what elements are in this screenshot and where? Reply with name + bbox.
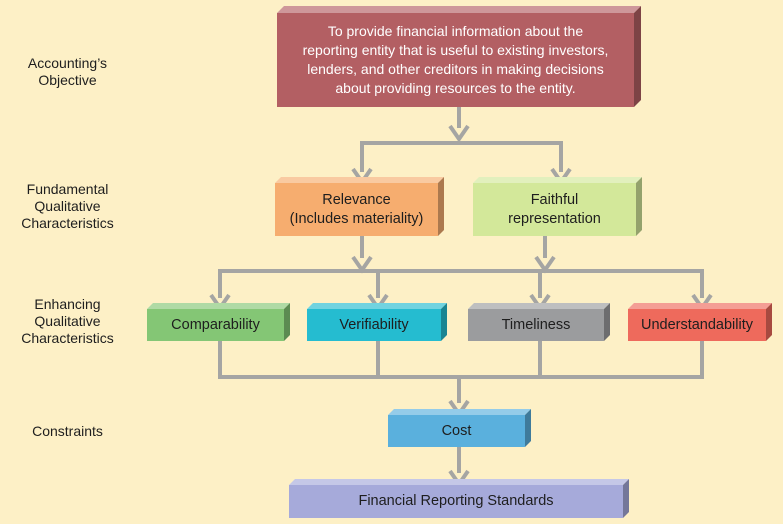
box-text-line: Comparability — [171, 316, 260, 333]
box-top-face — [388, 409, 531, 415]
timeliness-box: Timeliness — [468, 309, 604, 341]
row-label-constraints: Constraints — [0, 423, 135, 440]
box-text-line: (Includes materiality) — [289, 210, 424, 227]
box-text-line: lenders, and other creditors in making d… — [307, 61, 604, 77]
box-top-face — [468, 303, 610, 309]
row-label-fundamental: Fundamental Qualitative Characteristics — [0, 181, 135, 232]
box-side-face — [441, 303, 447, 341]
box-text-line: Faithful — [530, 191, 579, 208]
box-side-face — [284, 303, 290, 341]
arrowhead — [351, 255, 373, 274]
box-side-face — [623, 479, 629, 518]
box-text-line: Cost — [441, 422, 472, 439]
box-text-line: Understandability — [640, 316, 754, 333]
row-label-objective: Accounting’s Objective — [0, 55, 135, 89]
box-front-face — [277, 13, 634, 107]
box-front-face — [473, 183, 636, 236]
row-label-line: Constraints — [32, 423, 103, 439]
row-label-line: Accounting’s — [27, 55, 108, 71]
faithful-representation-box: Faithful representation — [473, 183, 636, 236]
box-front-face — [289, 485, 623, 518]
box-front-face — [275, 183, 438, 236]
box-top-face — [628, 303, 772, 309]
box-text-line: about providing resources to the entity. — [335, 80, 576, 96]
box-text-line: Verifiability — [339, 316, 409, 333]
box-top-face — [275, 177, 444, 183]
box-shapes — [147, 6, 772, 518]
objective-box: To provide financial information about t… — [277, 13, 634, 107]
box-text-line: representation — [508, 210, 601, 227]
box-top-face — [277, 6, 641, 13]
box-text-line: To provide financial information about t… — [327, 23, 584, 39]
box-front-face — [147, 309, 284, 341]
cost-box: Cost — [388, 415, 525, 447]
box-front-face — [388, 415, 525, 447]
box-top-face — [307, 303, 447, 309]
box-top-face — [473, 177, 642, 183]
box-side-face — [766, 303, 772, 341]
row-label-line: Objective — [38, 72, 97, 88]
row-label-line: Qualitative — [34, 198, 101, 214]
relevance-box: Relevance (Includes materiality) — [275, 183, 438, 236]
row-label-line: Qualitative — [34, 313, 101, 329]
box-top-face — [289, 479, 629, 485]
verifiability-box: Verifiability — [307, 309, 441, 341]
row-label-line: Characteristics — [21, 330, 114, 346]
comparability-box: Comparability — [147, 309, 284, 341]
box-side-face — [604, 303, 610, 341]
box-side-face — [634, 6, 641, 107]
box-front-face — [628, 309, 766, 341]
box-text-line: Timeliness — [501, 316, 571, 333]
financial-reporting-standards-box: Financial Reporting Standards — [289, 485, 623, 518]
row-label-line: Fundamental — [26, 181, 109, 197]
row-label-line: Enhancing — [34, 296, 101, 312]
box-front-face — [468, 309, 604, 341]
box-text-line: Relevance — [322, 191, 391, 208]
box-text-line: reporting entity that is useful to exist… — [302, 42, 609, 58]
box-side-face — [636, 177, 642, 236]
row-label-line: Characteristics — [21, 215, 114, 231]
row-label-enhancing: Enhancing Qualitative Characteristics — [0, 296, 135, 347]
understandability-box: Understandability — [628, 309, 766, 341]
box-side-face — [438, 177, 444, 236]
box-front-face — [307, 309, 441, 341]
box-text-line: Financial Reporting Standards — [358, 493, 554, 509]
box-top-face — [147, 303, 290, 309]
arrowhead — [448, 124, 470, 143]
arrowhead — [534, 255, 556, 274]
box-side-face — [525, 409, 531, 447]
